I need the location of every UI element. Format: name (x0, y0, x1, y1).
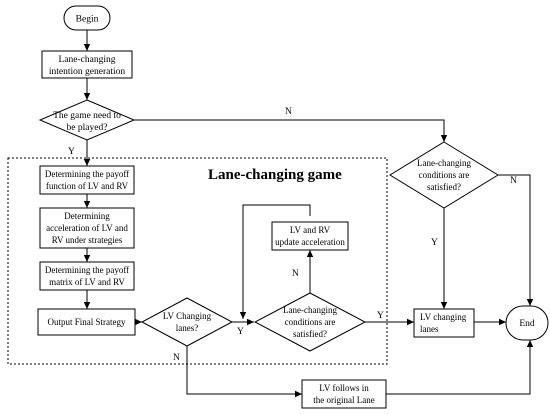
svg-text:LV Changing: LV Changing (163, 311, 212, 321)
intention-generation-node: Lane-changing intention generation (41, 50, 133, 79)
svg-text:update acceleration: update acceleration (275, 237, 345, 247)
svg-text:function of LV and RV: function of LV and RV (46, 181, 129, 191)
lv-changing-decision-node: LV Changing lanes? (140, 297, 234, 347)
svg-text:satisfied?: satisfied? (427, 182, 461, 192)
edge-label-inner-no: N (292, 269, 299, 279)
game-decision-node: The game need to be played? (38, 99, 136, 141)
svg-text:LV changing: LV changing (420, 312, 467, 322)
svg-text:be played?: be played? (67, 123, 108, 133)
svg-text:The game need to: The game need to (53, 111, 121, 121)
svg-text:conditions are: conditions are (419, 170, 470, 180)
edge-label-lv-yes: Y (237, 327, 244, 337)
payoff-function-node: Determining the payoff function of LV an… (39, 165, 135, 195)
inner-conditions-decision-node: Lane-changing conditions are satisfied? (253, 292, 367, 352)
acceleration-node: Determining acceleration of LV and RV un… (39, 207, 135, 249)
group-title: Lane-changing game (208, 167, 342, 183)
svg-text:Lane-changing: Lane-changing (59, 55, 116, 65)
svg-text:Begin: Begin (76, 15, 99, 25)
svg-text:Determining the payoff: Determining the payoff (45, 265, 129, 275)
svg-text:RV under strategies: RV under strategies (52, 235, 123, 245)
svg-text:End: End (519, 319, 535, 329)
svg-text:lanes?: lanes? (176, 323, 199, 333)
edge-label-game-yes: Y (68, 147, 75, 157)
svg-text:conditions are: conditions are (285, 317, 336, 327)
svg-text:Determining: Determining (64, 211, 110, 221)
lv-changing-lanes-node: LV changing lanes (413, 308, 475, 338)
lv-follows-node: LV follows in the original Lane (301, 379, 387, 409)
edge-label-outer-no: N (510, 176, 517, 186)
payoff-matrix-node: Determining the payoff matrix of LV and … (39, 261, 135, 291)
svg-text:LV follows in: LV follows in (319, 383, 369, 393)
svg-text:Lane-changing: Lane-changing (283, 305, 337, 315)
svg-text:Determining the payoff: Determining the payoff (45, 169, 129, 179)
end-node: End (505, 305, 549, 341)
outer-conditions-decision-node: Lane-changing conditions are satisfied? (389, 141, 499, 209)
connectors (83, 30, 534, 398)
begin-node: Begin (63, 5, 111, 31)
svg-text:Lane-changing: Lane-changing (417, 158, 471, 168)
svg-text:LV and RV: LV and RV (290, 225, 331, 235)
final-strategy-node: Output Final Strategy (37, 308, 136, 336)
svg-text:Output Final Strategy: Output Final Strategy (48, 317, 126, 327)
svg-text:the original Lane: the original Lane (313, 395, 374, 405)
edge-label-game-no: N (285, 107, 292, 117)
edge-label-outer-yes: Y (431, 238, 438, 248)
lane-changing-game-group (7, 157, 388, 365)
svg-text:intention generation: intention generation (49, 67, 125, 77)
edge-label-lv-no: N (173, 353, 180, 363)
svg-text:acceleration of LV and: acceleration of LV and (46, 223, 128, 233)
svg-text:satisfied?: satisfied? (293, 329, 327, 339)
svg-text:lanes: lanes (420, 324, 439, 334)
svg-text:matrix of LV and RV: matrix of LV and RV (49, 277, 125, 287)
edge-label-inner-yes: Y (377, 311, 384, 321)
update-acceleration-node: LV and RV update acceleration (271, 221, 349, 251)
